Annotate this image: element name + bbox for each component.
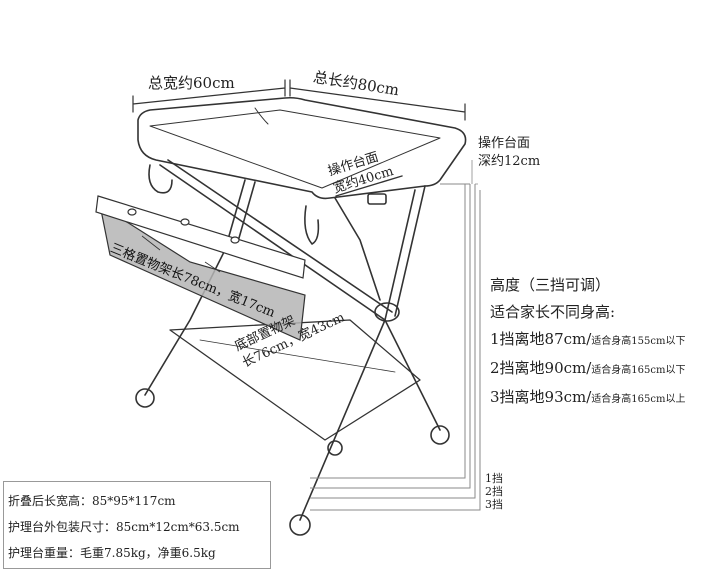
operation-depth-label: 操作台面 深约12cm bbox=[478, 135, 540, 171]
wheel bbox=[430, 425, 450, 445]
length-dimension-line bbox=[289, 79, 466, 121]
level-2: 2挡 bbox=[485, 485, 503, 498]
frame-leg bbox=[299, 189, 416, 521]
side-basket bbox=[99, 203, 306, 341]
level-3: 3挡 bbox=[485, 498, 503, 511]
height-row: 2挡离地90cm/适合身高165cm以下 bbox=[490, 359, 686, 377]
tabletop-inner bbox=[149, 109, 441, 189]
spec-package-size: 护理台外包装尺寸：85cm*12cm*63.5cm bbox=[8, 520, 240, 534]
height-title: 高度（三挡可调） bbox=[490, 276, 611, 294]
width-label: 总宽约60cm bbox=[148, 74, 235, 92]
operation-depth-line2: 深约12cm bbox=[478, 154, 541, 169]
frame-leg bbox=[167, 159, 393, 313]
frame-leg bbox=[394, 185, 426, 317]
level-markers: 1挡 2挡 3挡 bbox=[485, 472, 503, 511]
wheel bbox=[289, 514, 311, 536]
wheel bbox=[327, 440, 343, 456]
height-info: 高度（三挡可调） 适合家长不同身高: 1挡离地87cm/适合身高155cm以下 … bbox=[490, 272, 685, 413]
spec-weight: 护理台重量：毛重7.85kg，净重6.5kg bbox=[8, 546, 216, 560]
wheel bbox=[135, 388, 155, 408]
specs-box: 折叠后长宽高：85*95*117cm 护理台外包装尺寸：85cm*12cm*63… bbox=[3, 481, 271, 569]
width-dimension-line bbox=[132, 79, 286, 113]
spec-folded-size: 折叠后长宽高：85*95*117cm bbox=[8, 494, 176, 508]
height-row: 1挡离地87cm/适合身高155cm以下 bbox=[490, 330, 686, 348]
operation-depth-line1: 操作台面 bbox=[478, 136, 531, 151]
height-subtitle: 适合家长不同身高: bbox=[490, 303, 616, 321]
frame-leg bbox=[334, 197, 381, 301]
tabletop-outline bbox=[137, 96, 467, 200]
level-1: 1挡 bbox=[485, 472, 503, 485]
frame-joint bbox=[374, 302, 400, 322]
height-row: 3挡离地93cm/适合身高165cm以上 bbox=[490, 388, 686, 406]
